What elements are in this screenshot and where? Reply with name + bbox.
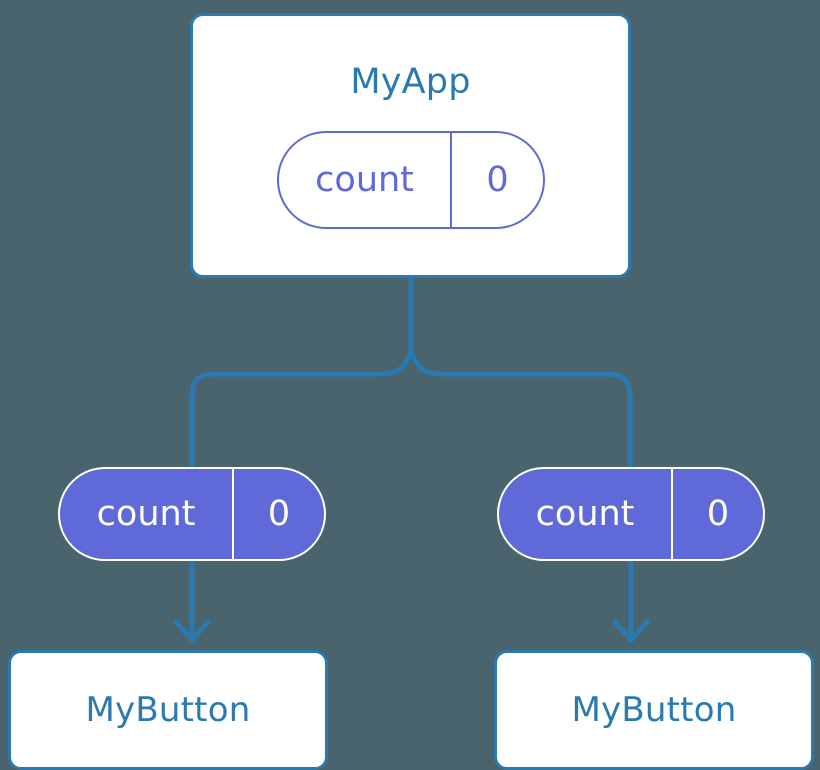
component-title-mybutton-right: MyButton [571,690,737,730]
state-pill-child-right-key: count [535,493,635,534]
state-pill-child-left[interactable]: count 0 [58,467,326,561]
component-box-mybutton-left[interactable]: MyButton [8,650,328,770]
branch-right [408,348,633,470]
component-title-myapp: MyApp [350,62,471,102]
state-pill-child-left-key: count [96,493,196,534]
state-pill-root[interactable]: count 0 [277,131,545,229]
component-box-mybutton-right[interactable]: MyButton [494,650,814,770]
state-pill-root-key: count [315,159,414,200]
state-pill-child-left-value: 0 [232,469,324,559]
state-pill-child-right[interactable]: count 0 [497,467,765,561]
branch-left [189,348,414,470]
arrow-right-head [612,619,650,643]
component-title-mybutton-left: MyButton [85,690,251,730]
arrow-left-head [173,619,211,643]
state-pill-child-right-value: 0 [671,469,763,559]
state-pill-root-value: 0 [450,133,543,227]
